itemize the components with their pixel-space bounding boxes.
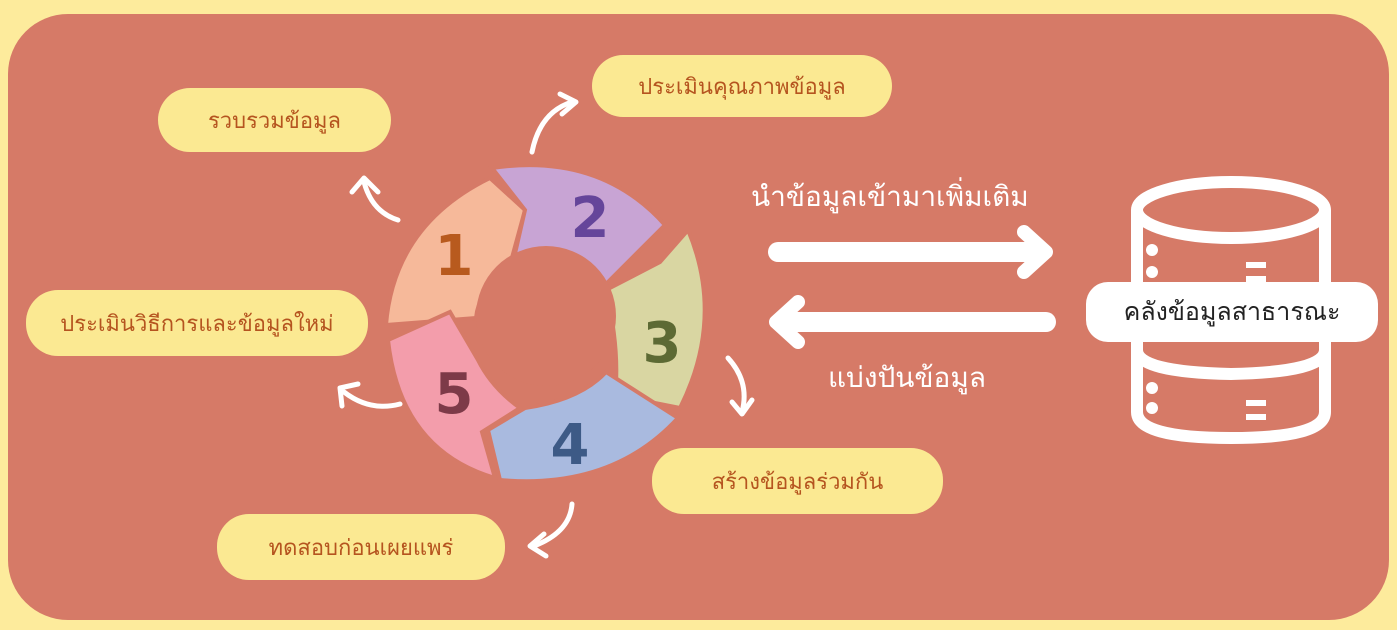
flow-label-share: แบ่งปันข้อมูล — [828, 361, 986, 394]
arrow-right-icon — [768, 225, 1053, 279]
curved-arrow-icon — [529, 91, 579, 155]
segment-number-4: 4 — [551, 413, 590, 478]
segment-number-1: 1 — [435, 224, 474, 289]
cycle-segment-4 — [485, 369, 682, 484]
step-label-collect: รวบรวมข้อมูล — [158, 88, 391, 152]
cycle-segment-5 — [385, 309, 524, 481]
step-label-test-before-publish: ทดสอบก่อนเผยแพร่ — [217, 514, 505, 580]
segment-number-3: 3 — [643, 311, 682, 376]
curved-arrow-icon — [337, 381, 403, 409]
repository-label: คลังข้อมูลสาธารณะ — [1086, 282, 1378, 342]
cycle-ring — [383, 163, 707, 484]
curved-arrow-icon — [725, 355, 755, 417]
segment-number-2: 2 — [571, 186, 610, 251]
arrow-left-icon — [769, 295, 1056, 349]
step-label-co-create: สร้างข้อมูลร่วมกัน — [652, 448, 943, 514]
cycle-center — [476, 246, 616, 386]
step-label-evaluate-methods: ประเมินวิธีการและข้อมูลใหม่ — [26, 290, 368, 356]
curved-arrow-icon — [349, 175, 401, 223]
segment-number-5: 5 — [435, 362, 474, 427]
database-icon — [1131, 176, 1331, 445]
curved-arrow-icon — [527, 501, 575, 559]
step-label-assess-quality: ประเมินคุณภาพข้อมูล — [592, 55, 892, 117]
flow-label-import: นำข้อมูลเข้ามาเพิ่มเติม — [751, 180, 1029, 213]
